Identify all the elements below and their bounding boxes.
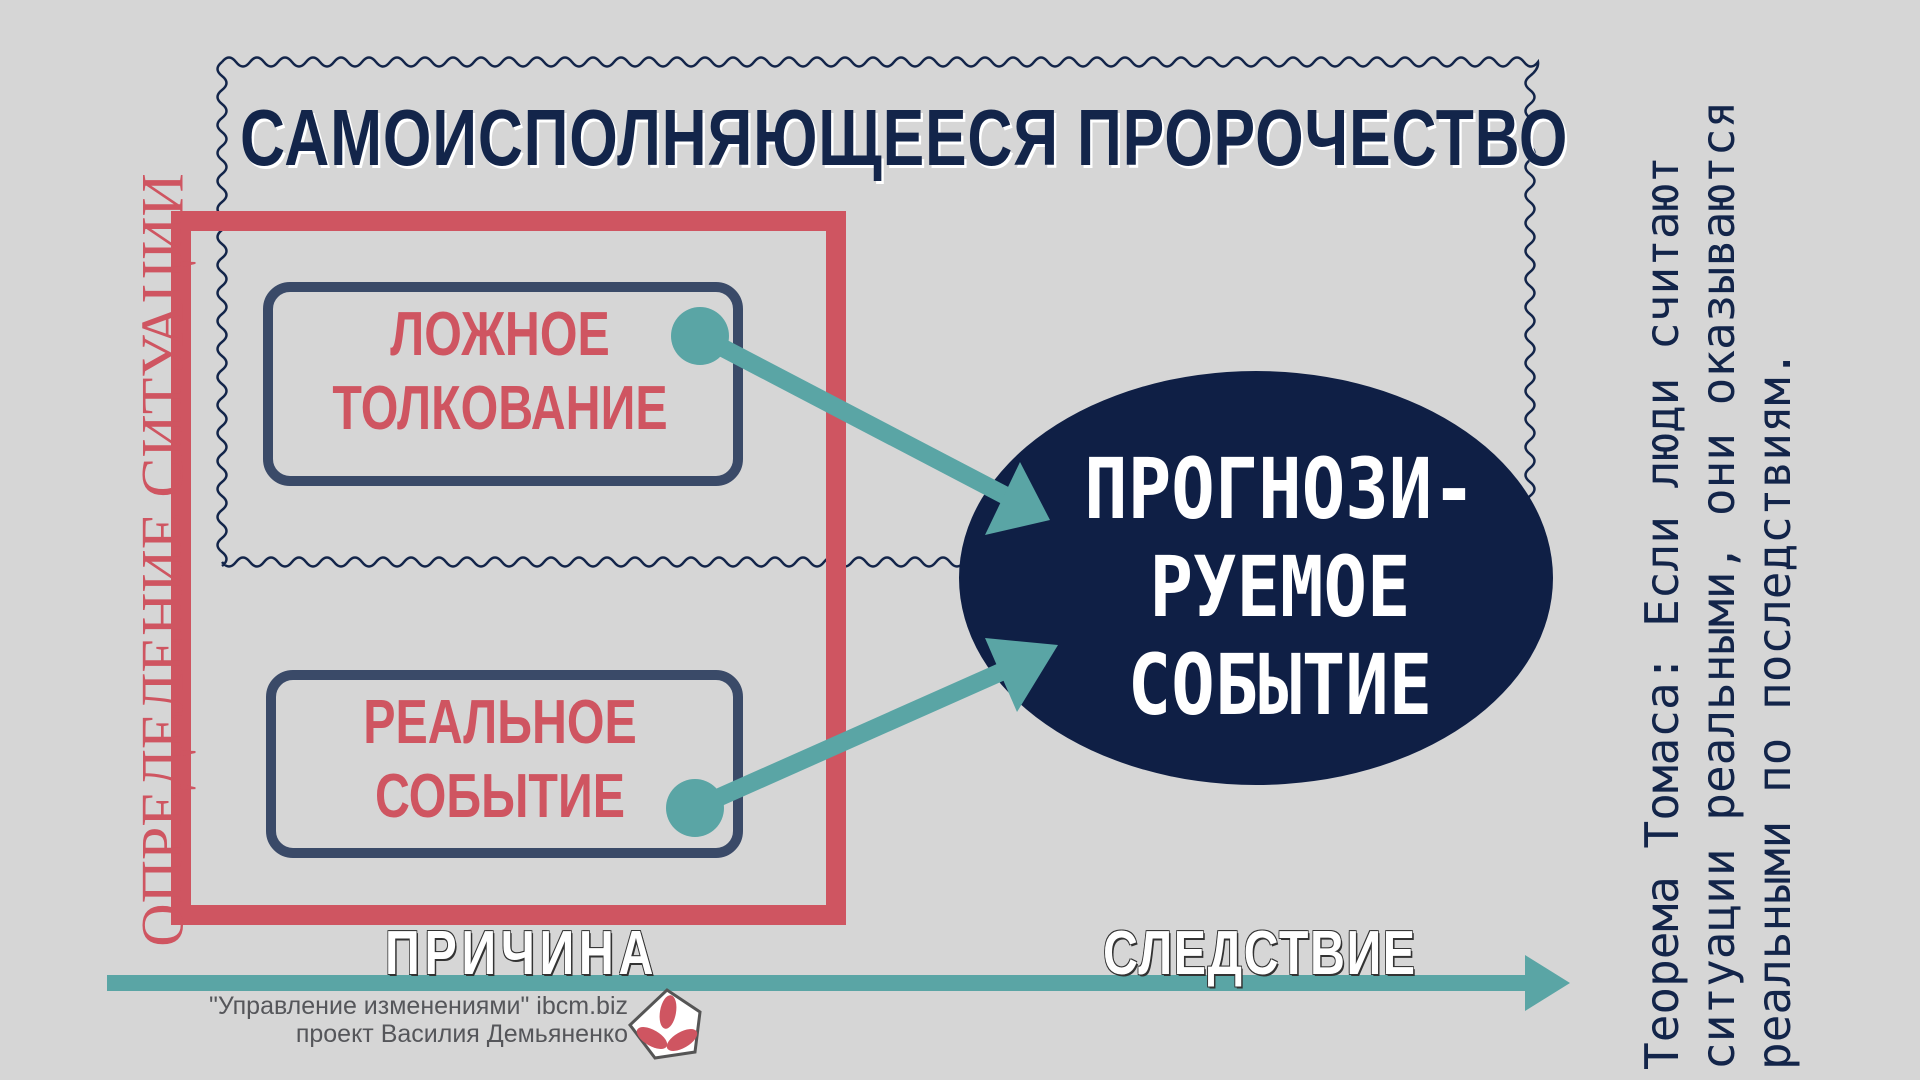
false-interpretation-line1: ЛОЖНОЕ: [390, 300, 610, 369]
predicted-event-ellipse: [959, 371, 1553, 785]
arrow-false-to-predicted: [695, 328, 1015, 506]
predicted-event-line3: СОБЫТИЕ: [1127, 636, 1433, 734]
credits-line1: "Управление изменениями" ibcm.biz: [209, 992, 628, 1020]
predicted-event-line2: РУЕМОЕ: [1149, 538, 1411, 636]
arrow-real-to-predicted: [691, 659, 1014, 817]
arrow-false-head: [985, 462, 1050, 535]
real-event-box: [266, 670, 743, 858]
arrow-false-dot: [671, 307, 729, 365]
page-title: САМОИСПОЛНЯЮЩЕЕСЯ ПРОРОЧЕСТВО: [240, 93, 1569, 182]
predicted-event-line1: ПРОГНОЗИ-: [1084, 440, 1476, 538]
prophecy-region-border: [216, 56, 1540, 568]
axis-arrowhead: [1525, 955, 1570, 1011]
effect-label: СЛЕДСТВИЕ: [1103, 919, 1417, 988]
arrow-real-head: [985, 638, 1058, 712]
false-interpretation-label: ЛОЖНОЕ ТОЛКОВАНИЕ: [321, 298, 680, 446]
situation-frame: [171, 211, 846, 925]
real-event-line2: СОБЫТИЕ: [374, 762, 625, 831]
real-event-line1: РЕАЛЬНОЕ: [363, 688, 637, 757]
situation-definition-label: ОПРЕДЕЛЕНИЕ СИТУАЦИИ: [129, 173, 196, 947]
false-interpretation-line2: ТОЛКОВАНИЕ: [332, 374, 668, 443]
credits-line2: проект Василия Демьяненко: [295, 1020, 628, 1048]
thomas-theorem-text: Теорема Томаса: Если люди считают ситуац…: [1635, 100, 1801, 1070]
ibcm-logo-icon: [627, 988, 702, 1060]
real-event-label: РЕАЛЬНОЕ СОБЫТИЕ: [321, 686, 680, 834]
false-interpretation-box: [263, 282, 743, 486]
cause-label: ПРИЧИНА: [385, 919, 659, 988]
predicted-event-label: ПРОГНОЗИ- РУЕМОЕ СОБЫТИЕ: [1039, 440, 1521, 734]
credits: "Управление изменениями" ibcm.biz проект…: [120, 992, 628, 1048]
arrow-real-dot: [666, 779, 724, 837]
